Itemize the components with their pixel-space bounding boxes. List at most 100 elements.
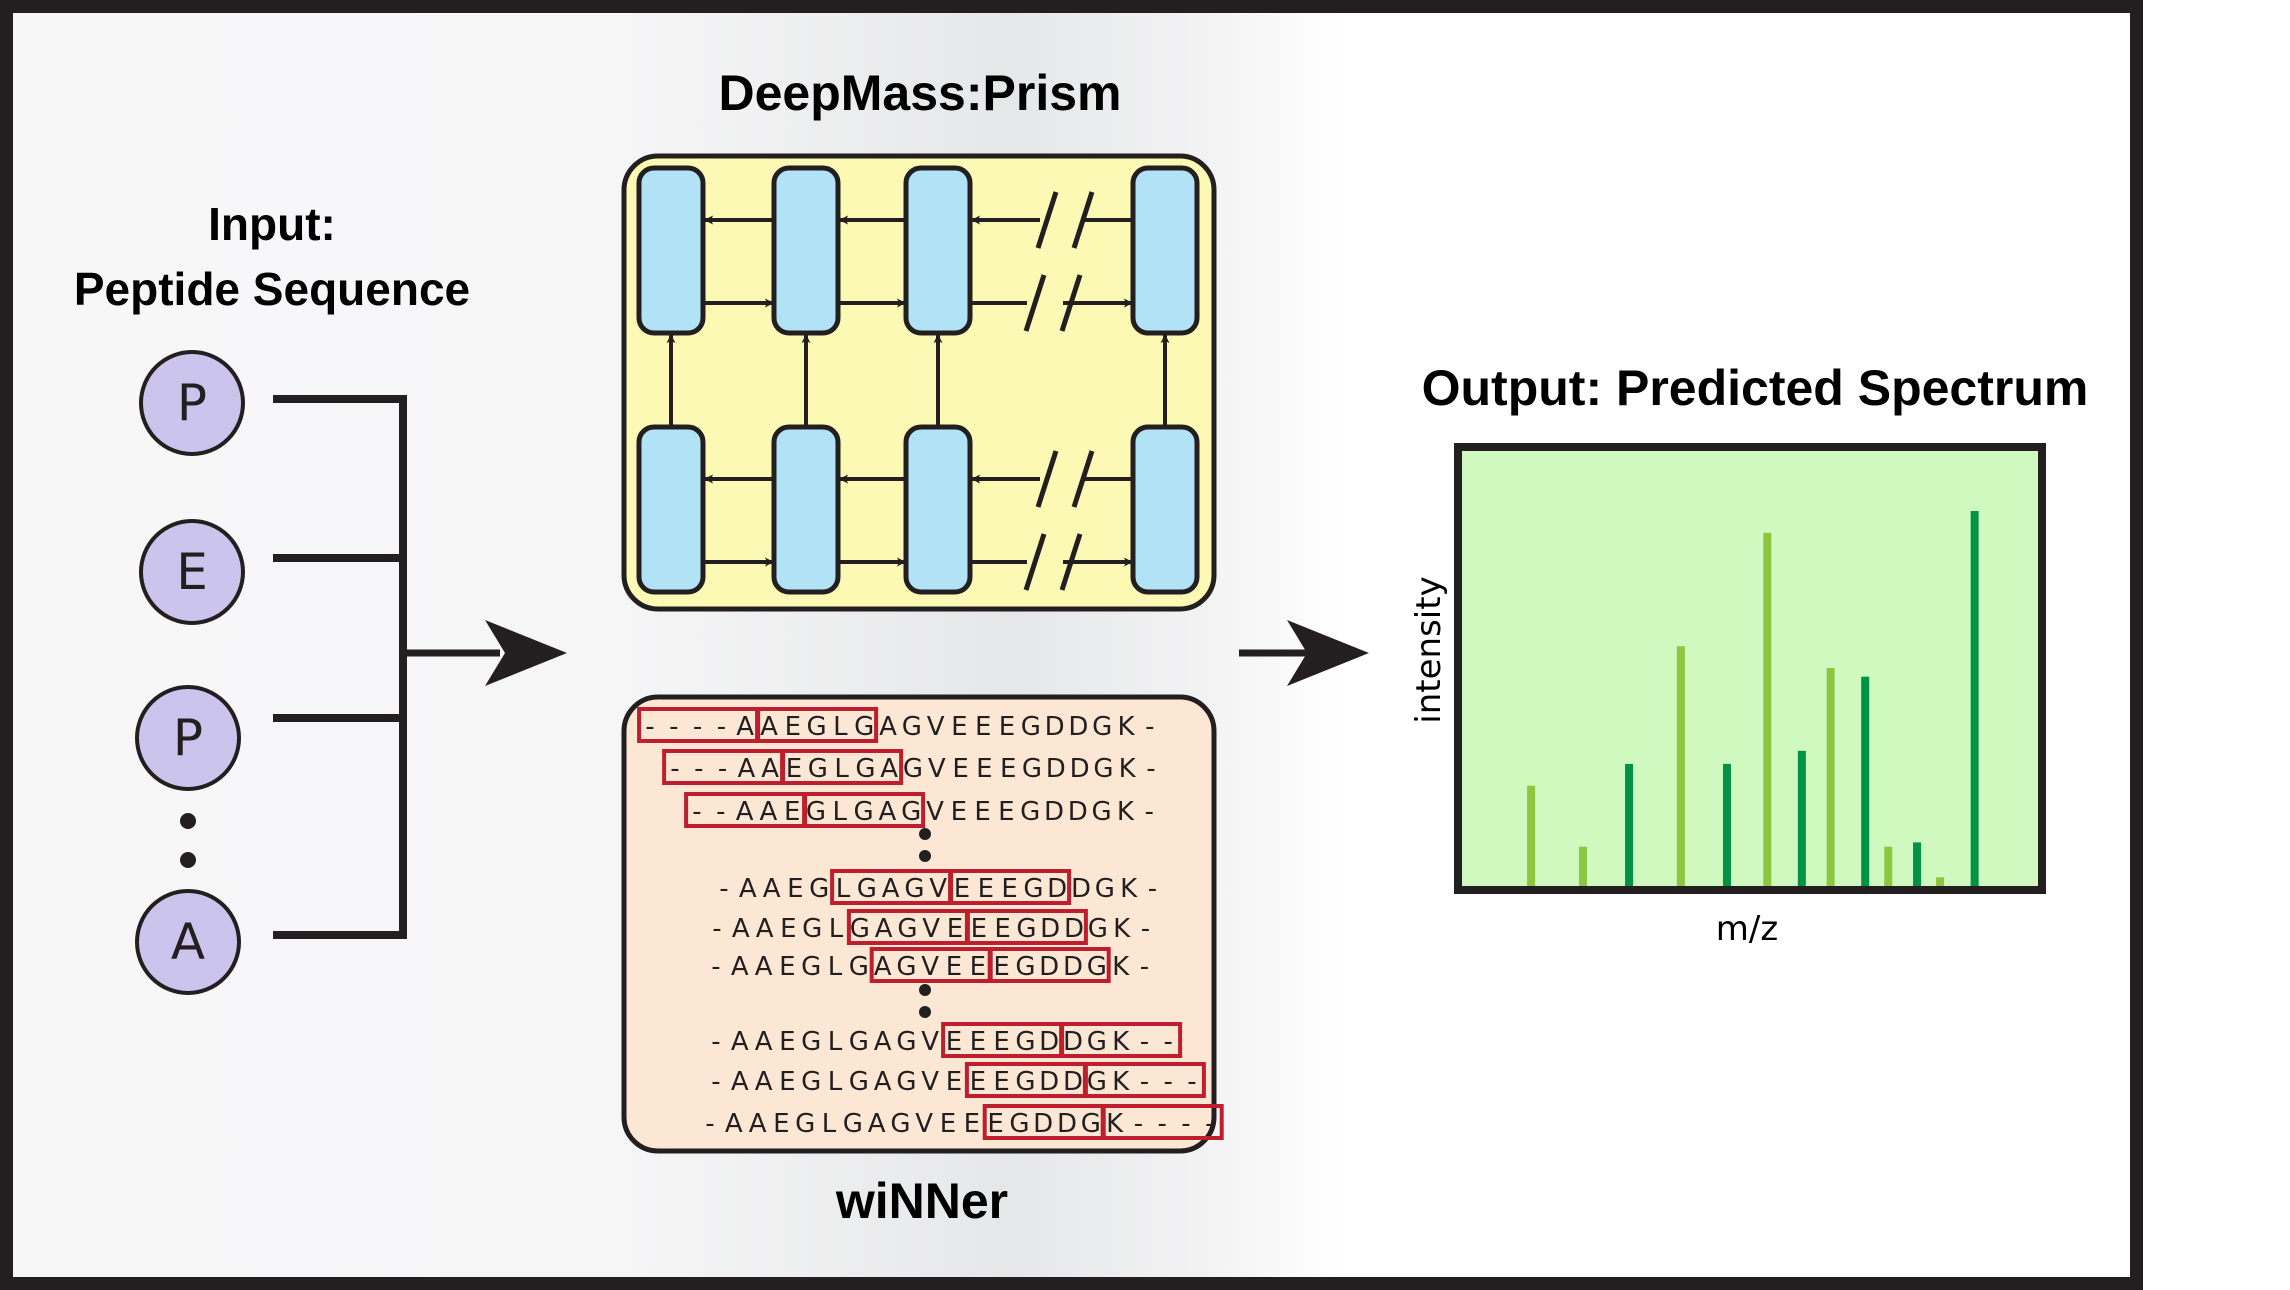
residue-char: G <box>843 1109 863 1139</box>
residue-char: D <box>1071 874 1091 904</box>
residue-char: A <box>756 914 774 944</box>
residue-char: D <box>1063 1067 1083 1097</box>
residue-char: - <box>717 712 726 742</box>
residue-char: - <box>705 1109 714 1139</box>
residue-char: G <box>806 797 826 827</box>
input-bracket <box>273 395 407 939</box>
residue-char: V <box>922 914 940 944</box>
residue-char: E <box>773 1109 789 1139</box>
residue-char: E <box>975 712 991 742</box>
residue-circle <box>135 889 241 995</box>
residue-char: E <box>1000 754 1016 784</box>
window-box <box>756 707 879 743</box>
spectrum-peak <box>1625 763 1634 886</box>
spectrum-peak <box>1861 676 1870 886</box>
residue-char: V <box>926 797 944 827</box>
y-axis-label: intensity <box>1409 576 1449 723</box>
residue-char: L <box>828 1027 843 1057</box>
residue-char: - <box>1140 1027 1149 1057</box>
residue-char: G <box>849 1027 869 1057</box>
lstm-cell <box>636 165 706 336</box>
residue-char: G <box>801 1067 821 1097</box>
residue-char: A <box>879 797 897 827</box>
residue-char: E <box>946 1067 962 1097</box>
residue-char: E <box>779 1067 795 1097</box>
residue-char: A <box>736 797 754 827</box>
residue-char: A <box>755 1027 773 1057</box>
residue-char: A <box>749 1109 767 1139</box>
window-box <box>803 792 926 828</box>
window-box <box>949 869 1072 905</box>
residue-node: A <box>135 889 241 995</box>
residue-char: D <box>1057 1109 1077 1139</box>
residue-char: - <box>694 754 703 784</box>
residue-char: - <box>1146 754 1155 784</box>
spectrum-peak <box>1913 842 1922 886</box>
residue-char: E <box>970 952 986 982</box>
residue-char: V <box>915 1109 933 1139</box>
residue-char: G <box>1023 874 1043 904</box>
residue-char: G <box>1081 1109 1101 1139</box>
residue-char: - <box>1134 1109 1143 1139</box>
residue-char: D <box>1039 952 1059 982</box>
residue-char: A <box>879 712 897 742</box>
residue-char: D <box>1039 1027 1059 1057</box>
residue-circle <box>139 519 245 625</box>
residue-char: G <box>857 874 877 904</box>
residue-char: A <box>736 712 754 742</box>
residue-char: E <box>999 712 1015 742</box>
residue-char: A <box>739 874 757 904</box>
residue-char: - <box>1164 1027 1173 1057</box>
residue-char: - <box>1158 1109 1167 1139</box>
residue-char: A <box>761 754 779 784</box>
residue-char: - <box>716 797 725 827</box>
residue-char: - <box>1164 1067 1173 1097</box>
residue-char: D <box>1040 914 1060 944</box>
residue-char: V <box>929 874 947 904</box>
residue-char: G <box>902 712 922 742</box>
residue-char: G <box>896 1067 916 1097</box>
residue-char: - <box>1145 797 1154 827</box>
window-box <box>1083 1062 1206 1098</box>
residue-char: E <box>993 1027 1009 1057</box>
residue-char: G <box>897 914 917 944</box>
residue-char: E <box>1001 874 1017 904</box>
residue-char: E <box>994 914 1010 944</box>
residue-char: D <box>1064 914 1084 944</box>
residue-char: E <box>952 754 968 784</box>
spectrum-peak <box>1763 532 1772 886</box>
window-box <box>1101 1104 1224 1140</box>
residue-char: - <box>719 874 728 904</box>
residue-char: D <box>1068 712 1088 742</box>
residue-char: D <box>1063 952 1083 982</box>
residue-char: K <box>1112 952 1130 982</box>
residue-char: E <box>978 874 994 904</box>
residue-char: A <box>875 914 893 944</box>
residue-circle <box>135 685 241 791</box>
deepmass-title: DeepMass:Prism <box>719 65 1122 121</box>
residue-char: - <box>1148 874 1157 904</box>
spectrum-peak <box>1578 846 1587 886</box>
residue-char: L <box>828 1067 843 1097</box>
residue-char: A <box>882 874 900 904</box>
residue-char: A <box>731 952 749 982</box>
residue-char: L <box>836 874 851 904</box>
residue-char: L <box>833 712 848 742</box>
residue-char: G <box>903 754 923 784</box>
input-title: Input: <box>208 198 336 250</box>
residue-char: E <box>786 754 802 784</box>
winner-box <box>621 694 1217 1154</box>
residue-letter: P <box>177 374 207 432</box>
residue-char: E <box>940 1109 956 1139</box>
residue-char: G <box>850 914 870 944</box>
lstm-cell <box>636 424 706 595</box>
spectrum-peak <box>1797 750 1806 886</box>
lstm-cell <box>903 165 973 336</box>
